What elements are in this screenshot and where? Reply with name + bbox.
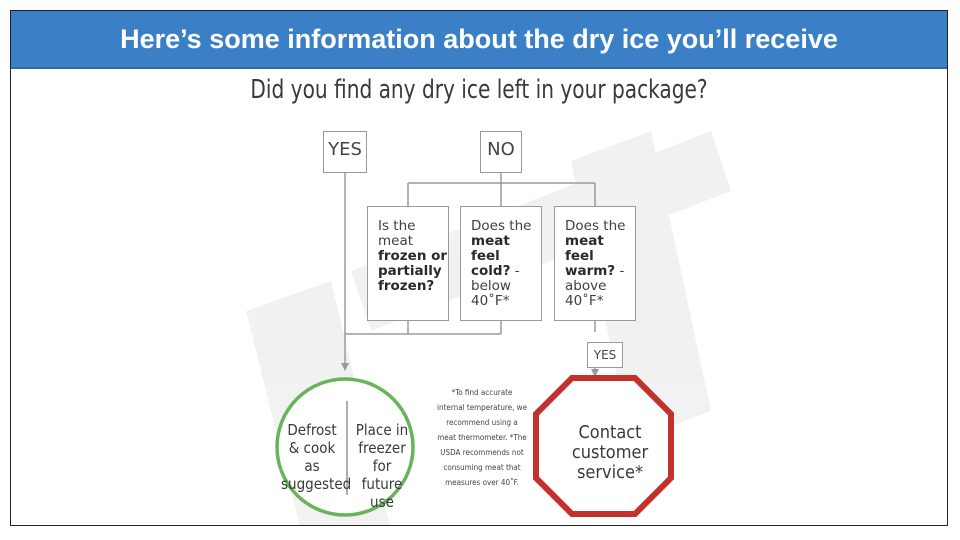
banner-title: Here’s some information about the dry ic… bbox=[11, 11, 947, 69]
check-warm-box: Does the meat feel warm? - above 40˚F* bbox=[554, 206, 636, 321]
warm-yes-label: YES bbox=[593, 348, 617, 362]
arrowheads bbox=[341, 363, 599, 377]
check-cold-pre: Does the bbox=[471, 218, 532, 234]
footnote: *To find accurate internal temperature, … bbox=[437, 388, 527, 487]
check-frozen-bold: frozen or partially frozen? bbox=[378, 248, 448, 294]
stop-octagon bbox=[533, 375, 674, 517]
check-cold-box: Does the meat feel cold? - below 40˚F* bbox=[460, 206, 542, 321]
check-warm-post: - above 40˚F* bbox=[565, 263, 625, 309]
check-cold-post: - below 40˚F* bbox=[471, 263, 520, 309]
check-frozen-pre: Is the meat bbox=[378, 218, 416, 249]
outcome-defrost: Defrost & cook as suggested bbox=[281, 421, 352, 493]
answer-yes-label: YES bbox=[328, 139, 362, 160]
main-question: Did you find any dry ice left in your pa… bbox=[250, 75, 708, 105]
outcome-circle bbox=[275, 377, 415, 517]
outcome-freezer: Place in freezer for future use bbox=[355, 421, 409, 511]
warm-yes-box: YES bbox=[587, 342, 623, 368]
answer-no-label: NO bbox=[487, 139, 515, 160]
connector-lines bbox=[344, 173, 596, 371]
check-warm-bold: meat feel warm? bbox=[565, 233, 616, 279]
check-warm-pre: Does the bbox=[565, 218, 626, 234]
slide: Here’s some information about the dry ic… bbox=[10, 10, 948, 526]
check-cold-bold: meat feel cold? bbox=[471, 233, 511, 279]
answer-yes-box: YES bbox=[323, 131, 367, 173]
outcome-contact: Contact customer service* bbox=[571, 422, 649, 483]
answer-no-box: NO bbox=[480, 131, 522, 173]
check-frozen-box: Is the meat frozen or partially frozen? bbox=[367, 206, 449, 321]
